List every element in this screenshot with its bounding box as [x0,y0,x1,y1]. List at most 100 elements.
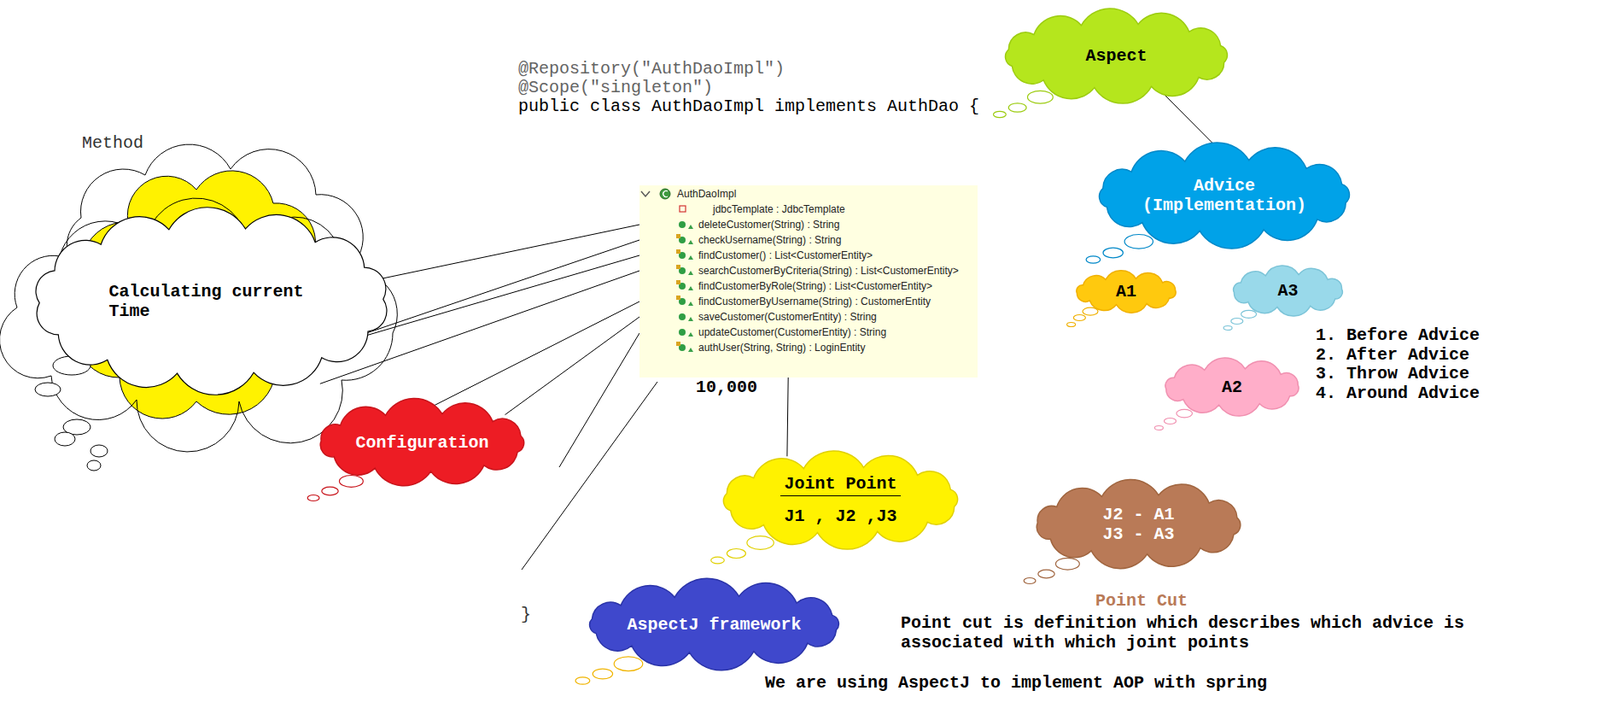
cloud-outline [1233,265,1344,316]
tail-bubble [54,432,76,446]
tail-bubble [592,668,613,679]
pointcut-cloud: J2 - A1J3 - A3 [1020,477,1257,572]
list-item: 1. Before Advice [1315,325,1480,345]
text-group: A2 [1221,377,1243,398]
tail-bubble [321,486,339,496]
cloud-outline [1076,270,1176,314]
config-cloud: Configuration [303,396,541,489]
cloud-outline [35,207,387,396]
text-group: Configuration [355,432,489,453]
tail-bubble [1073,315,1086,322]
tail-bubble [1154,426,1163,431]
tail-bubble [1056,557,1081,570]
tree-toggle [641,191,650,197]
tail-bubble [1223,326,1233,331]
member-entry: findCustomerByUsername(String) : Custome… [698,293,931,310]
cloud-text: J3 - A3 [1102,524,1174,544]
code-annotation: @Scope("singleton") [518,77,713,98]
cloud-outline [1036,479,1240,569]
cloud-text: A3 [1277,280,1298,301]
note-text: We are using AspectJ to implement AOP wi… [764,672,1268,693]
cloud-outline [1165,357,1299,416]
tail-bubble [993,110,1007,117]
member-entry: findCustomerByRole(String) : List<Custom… [698,278,933,294]
tail-bubble [747,536,774,550]
method-icon [678,297,686,305]
method-icon [678,344,686,351]
tail-bubble [87,460,101,471]
member-entry: updateCustomer(CustomerEntity) : String [698,324,887,340]
method-icon [678,328,686,336]
member-entry: checkUsername(String) : String [698,232,841,248]
tail-bubble [90,444,108,457]
tail-bubble [1231,318,1244,325]
override-marker [676,295,681,300]
class-icon [659,188,671,199]
cloud-text: J1 , J2 ,J3 [783,506,897,526]
connector-line [787,377,789,456]
list-item: 4. Around Advice [1315,383,1480,403]
tail-bubble [1023,578,1036,584]
cloud-outline [1099,142,1350,249]
member-entry: findCustomer() : List<CustomerEntity> [698,247,873,263]
tail-bubble [1103,247,1123,258]
override-marker [676,233,681,239]
joint-point-cloud: Joint PointJ1 , J2 ,J3 [706,449,975,551]
thought-cloud: Calculating current Time [17,204,406,398]
cloud-text: Advice (Implementation) [1138,175,1310,216]
visibility-marker [688,224,694,352]
leader-line [521,381,658,570]
text-group: Calculating current Time [109,281,315,322]
method-icon [678,282,686,290]
list-item: 2. After Advice [1315,344,1470,365]
tail-bubble [575,677,590,684]
override-marker [676,341,681,346]
tail-bubble [613,656,643,672]
tail-bubble [339,475,364,488]
cloud-text: Configuration [355,432,489,453]
cloud-outline [1005,8,1228,104]
text-group: A1 [1115,281,1137,302]
connector-line [1162,92,1216,146]
tail-bubble [1176,408,1193,417]
connector-line [433,301,640,406]
method-icon [678,313,686,321]
advice-item-cloud: A2 [1152,355,1312,419]
tail-bubble [35,382,61,397]
framework-cloud: AspectJ framework [571,577,858,672]
cloud-shape [706,449,975,551]
text-group: Joint PointJ1 , J2 ,J3 [780,473,900,526]
text-group: J2 - A1J3 - A3 [1102,504,1174,544]
tail-bubble [726,548,746,559]
tail-bubble [1008,103,1027,112]
method-icon [678,251,686,259]
tail-bubble [1086,256,1101,263]
tail-bubble [1164,418,1177,425]
cloud-text: Aspect [1085,46,1147,66]
code-line: } [520,604,532,625]
tail-bubble [307,495,320,502]
leader-line [559,332,640,468]
cloud-outline [320,397,524,485]
cloud-text: AspectJ framework [626,614,801,635]
cloud-outline [589,578,840,671]
connector-line [505,316,641,415]
tail-bubble [1124,234,1153,250]
tail-bubble [1082,307,1098,316]
cloud-text: Calculating current Time [109,281,315,322]
member-entry: jdbcTemplate : JdbcTemplate [712,201,846,217]
text-group: AspectJ framework [626,614,801,635]
member-entry: deleteCustomer(String) : String [698,216,840,233]
tail-bubble [711,556,725,564]
count-label: 10,000 [695,377,758,398]
cloud-text: J2 - A1 [1102,504,1174,525]
tail-bubble [1241,309,1257,318]
section-heading: Point Cut [1095,590,1188,611]
connector-line [339,255,640,344]
class-icon-mark [663,191,668,198]
override-marker [676,264,681,269]
member-entry: saveCustomer(CustomerEntity) : String [698,309,877,325]
advice-item-cloud: A1 [1066,268,1186,316]
tail-bubble [1038,569,1055,579]
